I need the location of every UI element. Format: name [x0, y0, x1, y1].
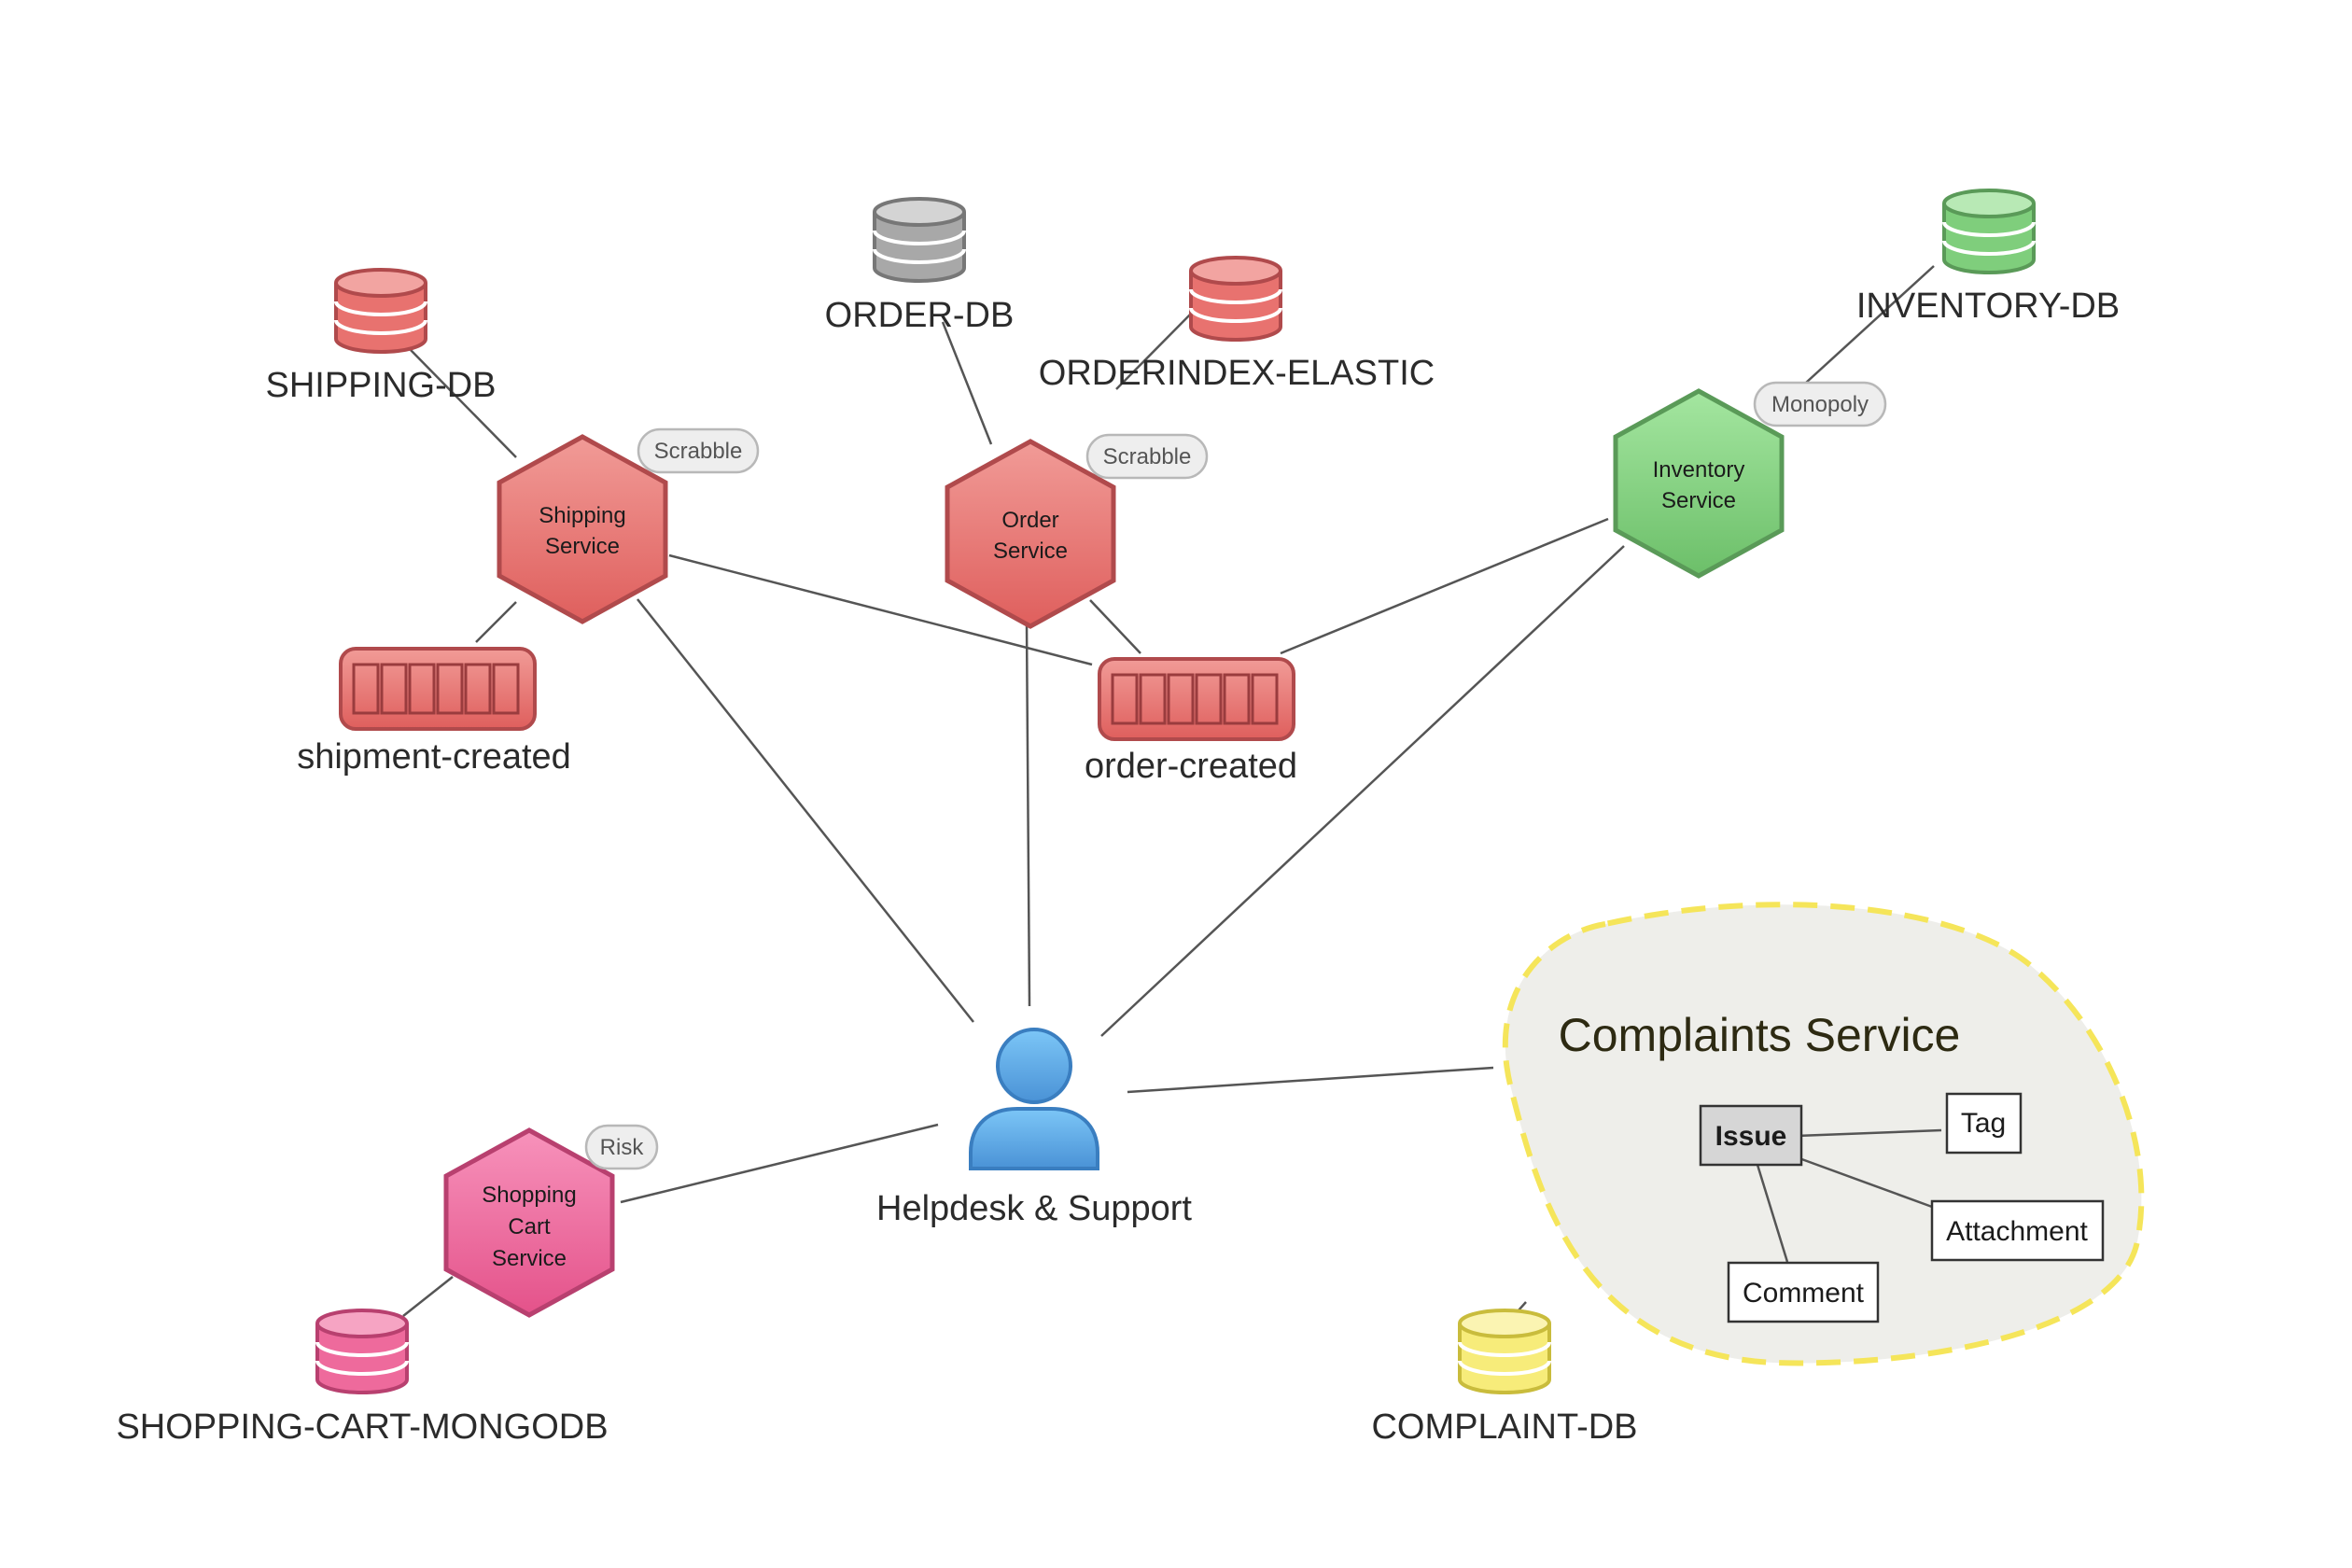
tag-label: Monopoly	[1771, 392, 1869, 417]
queue-icon	[1098, 657, 1295, 741]
shopping-cart-service-label-line1: Shopping	[482, 1183, 576, 1208]
database-icon	[1942, 189, 2036, 274]
order-service-label-line1: Order	[1001, 508, 1058, 533]
database-icon	[315, 1309, 409, 1394]
order-db-label: ORDER-DB	[825, 296, 1015, 335]
hexagon-shape	[497, 434, 668, 624]
order-created-label: order-created	[1085, 747, 1297, 786]
database-icon	[334, 268, 427, 354]
shipment-created-label: shipment-created	[297, 737, 571, 777]
hexagon-shape	[945, 439, 1116, 629]
inventory-service-tag: Monopoly	[1753, 381, 1887, 427]
tag-entity-label: Tag	[1961, 1108, 2006, 1139]
helpdesk-actor-label: Helpdesk & Support	[876, 1189, 1192, 1228]
shipping-service-label-line1: Shipping	[539, 503, 625, 528]
inventory-service[interactable]: Inventory Service	[1613, 388, 1785, 579]
hexagon-shape	[1613, 388, 1785, 579]
shipping-service-label-line2: Service	[545, 534, 620, 559]
order-service-label-line2: Service	[993, 539, 1068, 564]
helpdesk-actor[interactable]: Helpdesk & Support	[876, 1028, 1192, 1228]
order-service-tag: Scrabble	[1085, 433, 1209, 480]
tag-label: Risk	[600, 1135, 645, 1160]
issue-entity[interactable]: Issue	[1699, 1104, 1803, 1167]
tag-label: Scrabble	[1103, 444, 1192, 469]
comment-entity-label: Comment	[1743, 1278, 1865, 1309]
database-icon	[1189, 256, 1282, 342]
comment-entity[interactable]: Comment	[1727, 1261, 1880, 1323]
complaint-db-label: COMPLAINT-DB	[1371, 1407, 1637, 1447]
order-created-topic[interactable]: order-created	[1085, 657, 1297, 786]
complaint-db[interactable]: COMPLAINT-DB	[1371, 1309, 1638, 1447]
user-icon	[969, 1028, 1099, 1170]
shipping-service[interactable]: Shipping Service	[497, 434, 668, 624]
database-icon	[1458, 1309, 1551, 1394]
issue-entity-label: Issue	[1715, 1121, 1787, 1152]
edges	[402, 265, 1942, 1373]
shipment-created-topic[interactable]: shipment-created	[297, 647, 571, 777]
inventory-service-label-line1: Inventory	[1653, 457, 1745, 483]
inventory-service-label-line2: Service	[1661, 488, 1736, 513]
shopping-cart-service-label-line2: Cart	[508, 1214, 551, 1239]
tag-label: Scrabble	[654, 439, 743, 464]
inventory-db[interactable]: INVENTORY-DB	[1856, 189, 2120, 326]
attachment-entity-label: Attachment	[1946, 1216, 2088, 1247]
tag-entity[interactable]: Tag	[1945, 1092, 2023, 1155]
complaints-service-title: Complaints Service	[1559, 1009, 1961, 1061]
queue-icon	[339, 647, 537, 731]
hexagon-shape	[443, 1127, 615, 1318]
shipping-service-tag: Scrabble	[637, 427, 760, 474]
shopping-cart-mongodb-label: SHOPPING-CART-MONGODB	[116, 1407, 608, 1447]
shopping-cart-mongodb[interactable]: SHOPPING-CART-MONGODB	[116, 1309, 609, 1447]
order-service[interactable]: Order Service	[945, 439, 1116, 629]
shopping-cart-service[interactable]: Shopping Cart Service	[443, 1127, 615, 1318]
attachment-entity[interactable]: Attachment	[1930, 1199, 2105, 1262]
order-db[interactable]: ORDER-DB	[825, 197, 1015, 335]
shopping-cart-service-tag: Risk	[584, 1124, 659, 1170]
shipping-db-label: SHIPPING-DB	[265, 366, 496, 405]
orderindex-elastic[interactable]: ORDERINDEX-ELASTIC	[1039, 256, 1435, 393]
database-icon	[873, 197, 966, 283]
shipping-db[interactable]: SHIPPING-DB	[265, 268, 497, 405]
orderindex-elastic-label: ORDERINDEX-ELASTIC	[1039, 354, 1435, 393]
shopping-cart-service-label-line3: Service	[492, 1246, 567, 1271]
inventory-db-label: INVENTORY-DB	[1856, 287, 2120, 326]
